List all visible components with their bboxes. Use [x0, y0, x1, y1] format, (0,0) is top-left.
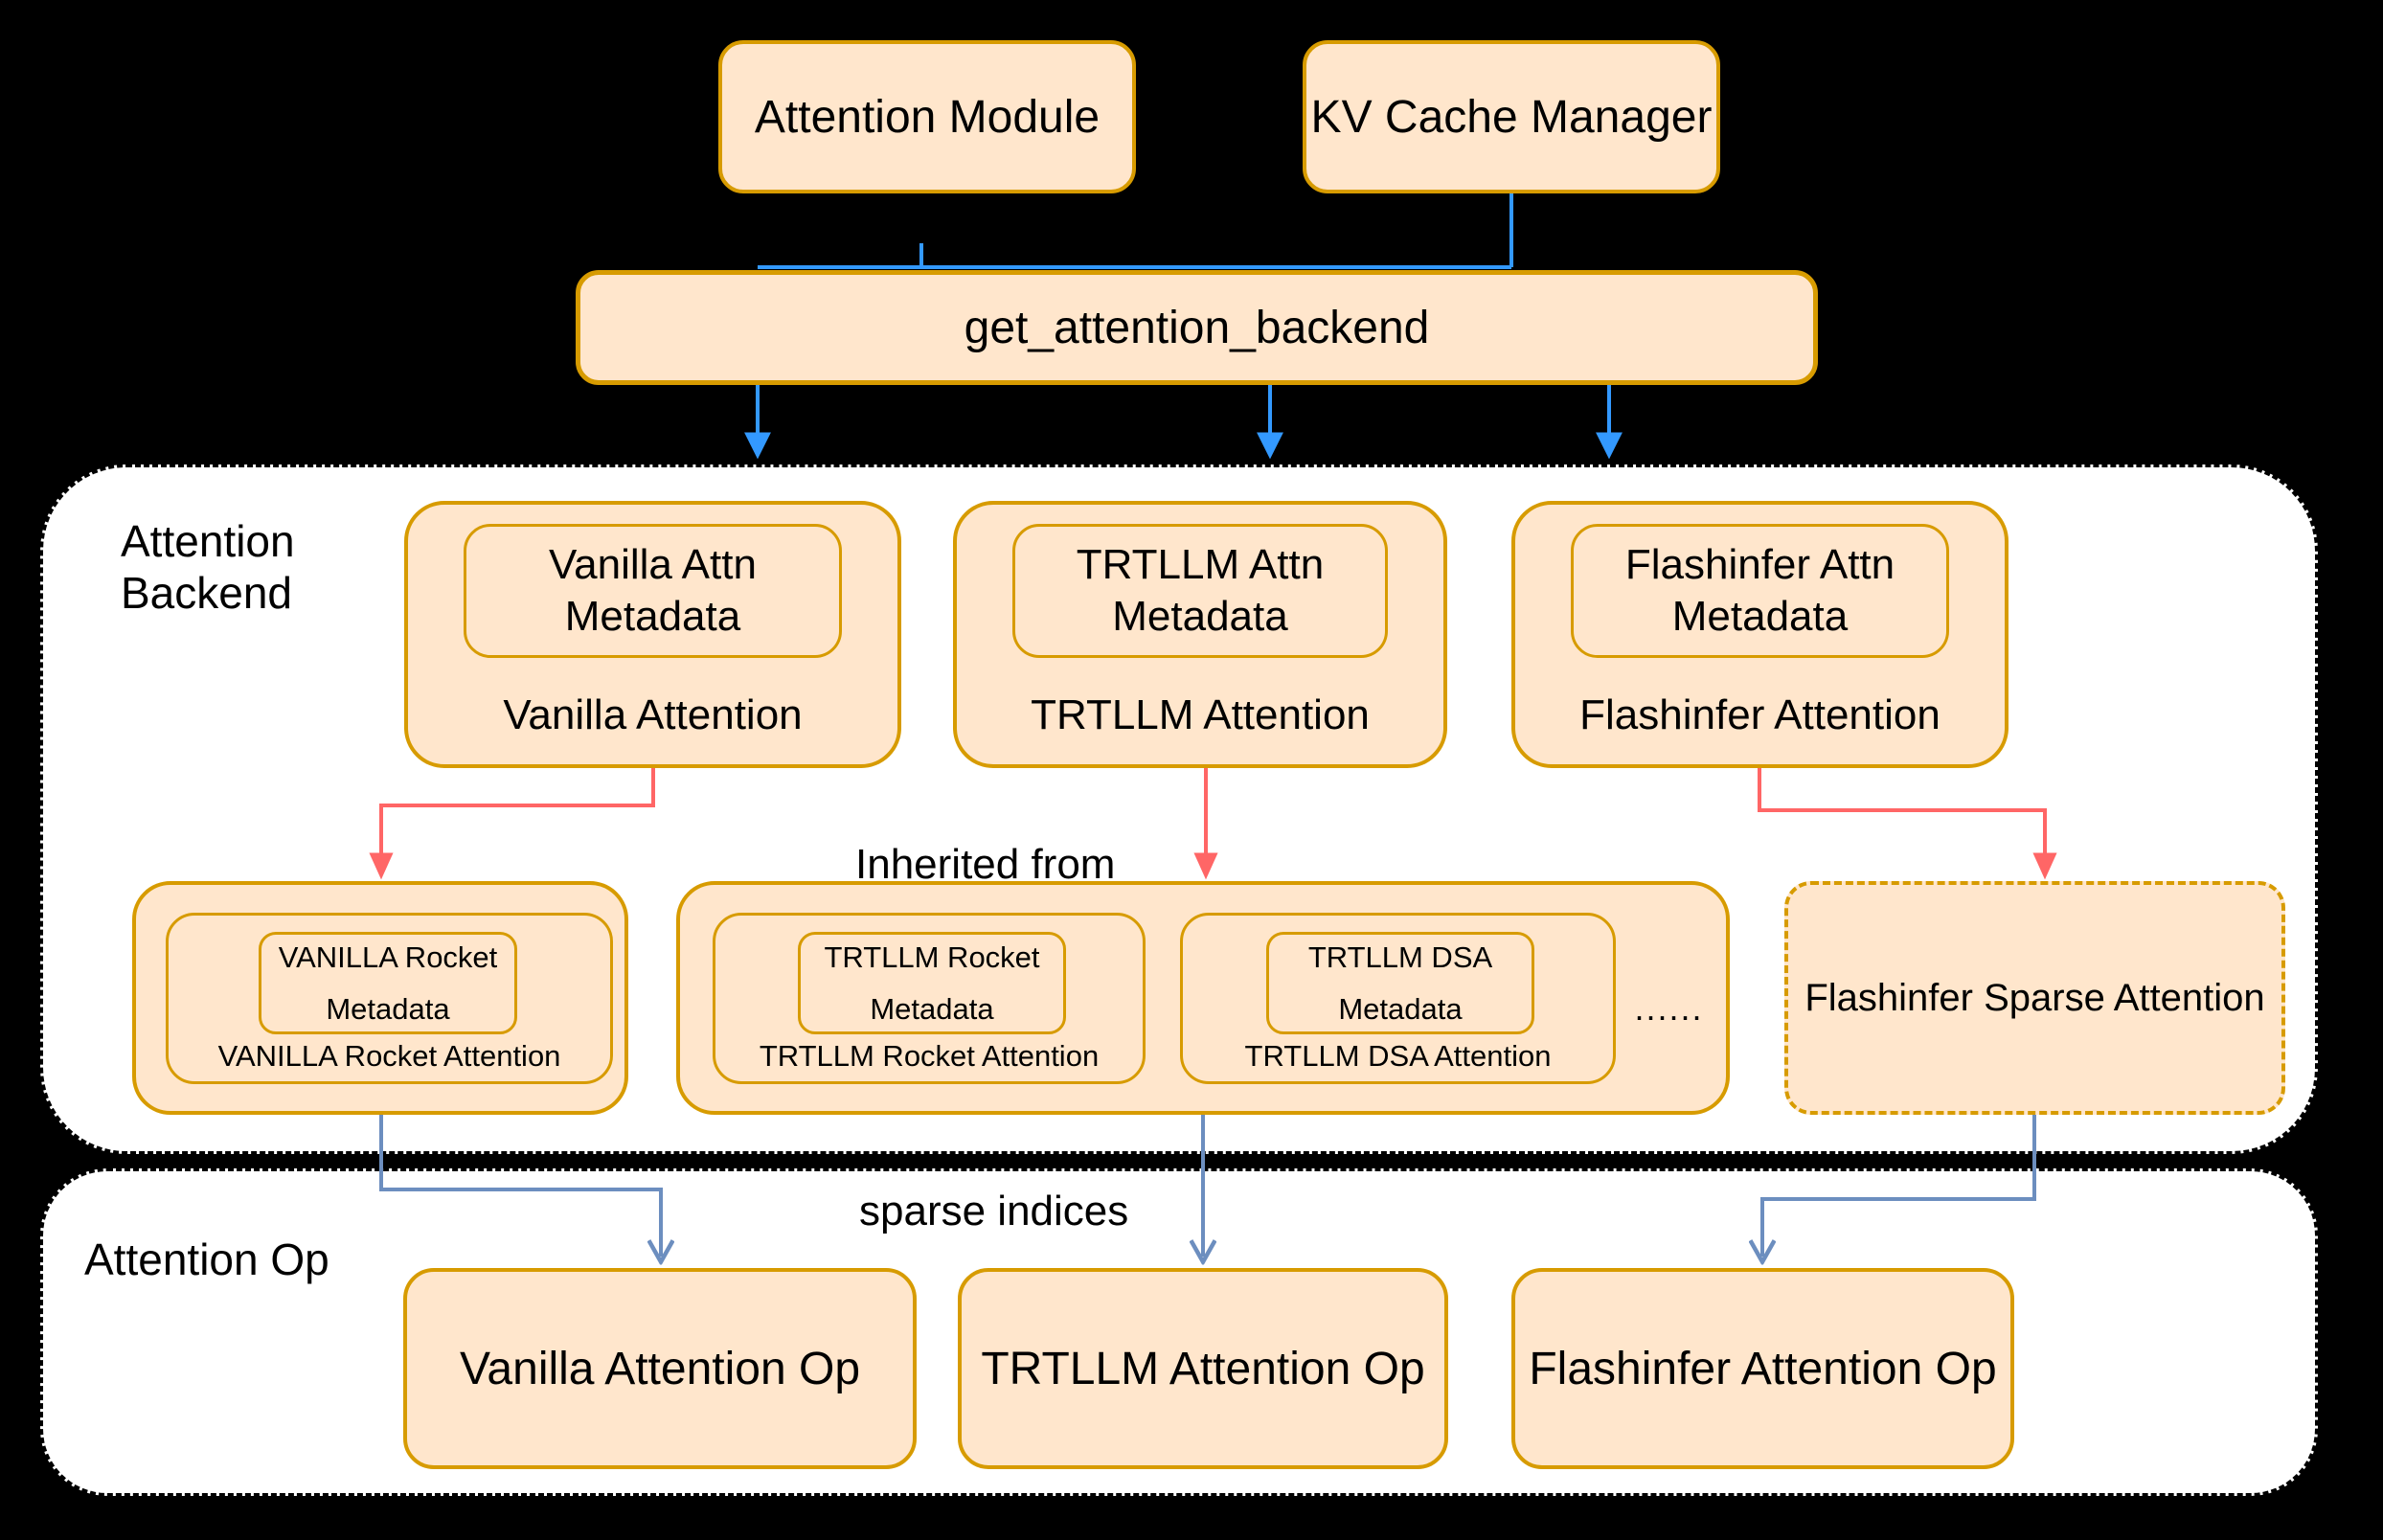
trtllm-attention-node: TRTLLM Attn Metadata TRTLLM Attention [953, 501, 1447, 768]
vanilla-attention-label: Vanilla Attention [503, 691, 803, 738]
vanilla-rocket-metadata-label: VANILLA Rocket Metadata [278, 940, 498, 1026]
trtllm-rocket-attention-label: TRTLLM Rocket Attention [759, 1039, 1100, 1073]
flashinfer-attention-op-node: Flashinfer Attention Op [1511, 1268, 2014, 1469]
ellipsis-label: ...... [1634, 988, 1704, 1028]
kv-cache-manager-label: KV Cache Manager [1310, 91, 1713, 143]
attention-backend-section-label: Attention Backend [121, 516, 295, 618]
flashinfer-attn-metadata-node: Flashinfer Attn Metadata [1571, 524, 1949, 658]
kv-cache-manager-node: KV Cache Manager [1303, 40, 1720, 193]
trtllm-attention-op-label: TRTLLM Attention Op [981, 1343, 1425, 1394]
trtllm-rocket-metadata-node: TRTLLM Rocket Metadata [798, 932, 1066, 1034]
sparse-indices-label: sparse indices [859, 1188, 1129, 1234]
attention-module-node: Attention Module [718, 40, 1136, 193]
vanilla-rocket-metadata-node: VANILLA Rocket Metadata [259, 932, 517, 1034]
vanilla-rocket-attention-node: VANILLA Rocket Metadata VANILLA Rocket A… [166, 913, 613, 1084]
trtllm-attn-metadata-node: TRTLLM Attn Metadata [1012, 524, 1388, 658]
trtllm-dsa-attention-label: TRTLLM DSA Attention [1244, 1039, 1552, 1073]
flashinfer-sparse-attention-label: Flashinfer Sparse Attention [1804, 976, 2265, 1019]
vanilla-rocket-group: VANILLA Rocket Metadata VANILLA Rocket A… [132, 881, 628, 1115]
vanilla-attn-metadata-node: Vanilla Attn Metadata [464, 524, 842, 658]
trtllm-attention-label: TRTLLM Attention [1031, 691, 1370, 738]
attention-module-label: Attention Module [754, 91, 1101, 143]
vanilla-attn-metadata-label: Vanilla Attn Metadata [549, 541, 757, 640]
trtllm-attention-op-node: TRTLLM Attention Op [958, 1268, 1448, 1469]
get-attention-backend-label: get_attention_backend [964, 302, 1430, 353]
inherited-from-label: Inherited from [855, 841, 1116, 888]
trtllm-derived-group: TRTLLM Rocket Metadata TRTLLM Rocket Att… [676, 881, 1730, 1115]
trtllm-dsa-metadata-node: TRTLLM DSA Metadata [1266, 932, 1534, 1034]
get-attention-backend-node: get_attention_backend [576, 270, 1818, 385]
flashinfer-attn-metadata-label: Flashinfer Attn Metadata [1624, 541, 1895, 640]
trtllm-rocket-metadata-label: TRTLLM Rocket Metadata [824, 940, 1040, 1026]
flashinfer-sparse-attention-node: Flashinfer Sparse Attention [1784, 881, 2285, 1115]
attention-op-section-label: Attention Op [84, 1234, 329, 1284]
trtllm-dsa-metadata-label: TRTLLM DSA Metadata [1307, 940, 1493, 1026]
trtllm-dsa-attention-node: TRTLLM DSA Metadata TRTLLM DSA Attention [1180, 913, 1616, 1084]
vanilla-attention-op-node: Vanilla Attention Op [403, 1268, 917, 1469]
flashinfer-attention-node: Flashinfer Attn Metadata Flashinfer Atte… [1511, 501, 2009, 768]
vanilla-attention-node: Vanilla Attn Metadata Vanilla Attention [404, 501, 901, 768]
flashinfer-attention-label: Flashinfer Attention [1579, 691, 1940, 738]
vanilla-attention-op-label: Vanilla Attention Op [459, 1343, 861, 1394]
flashinfer-attention-op-label: Flashinfer Attention Op [1529, 1343, 1997, 1394]
vanilla-rocket-attention-label: VANILLA Rocket Attention [217, 1039, 561, 1073]
trtllm-attn-metadata-label: TRTLLM Attn Metadata [1076, 541, 1325, 640]
trtllm-rocket-attention-node: TRTLLM Rocket Metadata TRTLLM Rocket Att… [713, 913, 1146, 1084]
